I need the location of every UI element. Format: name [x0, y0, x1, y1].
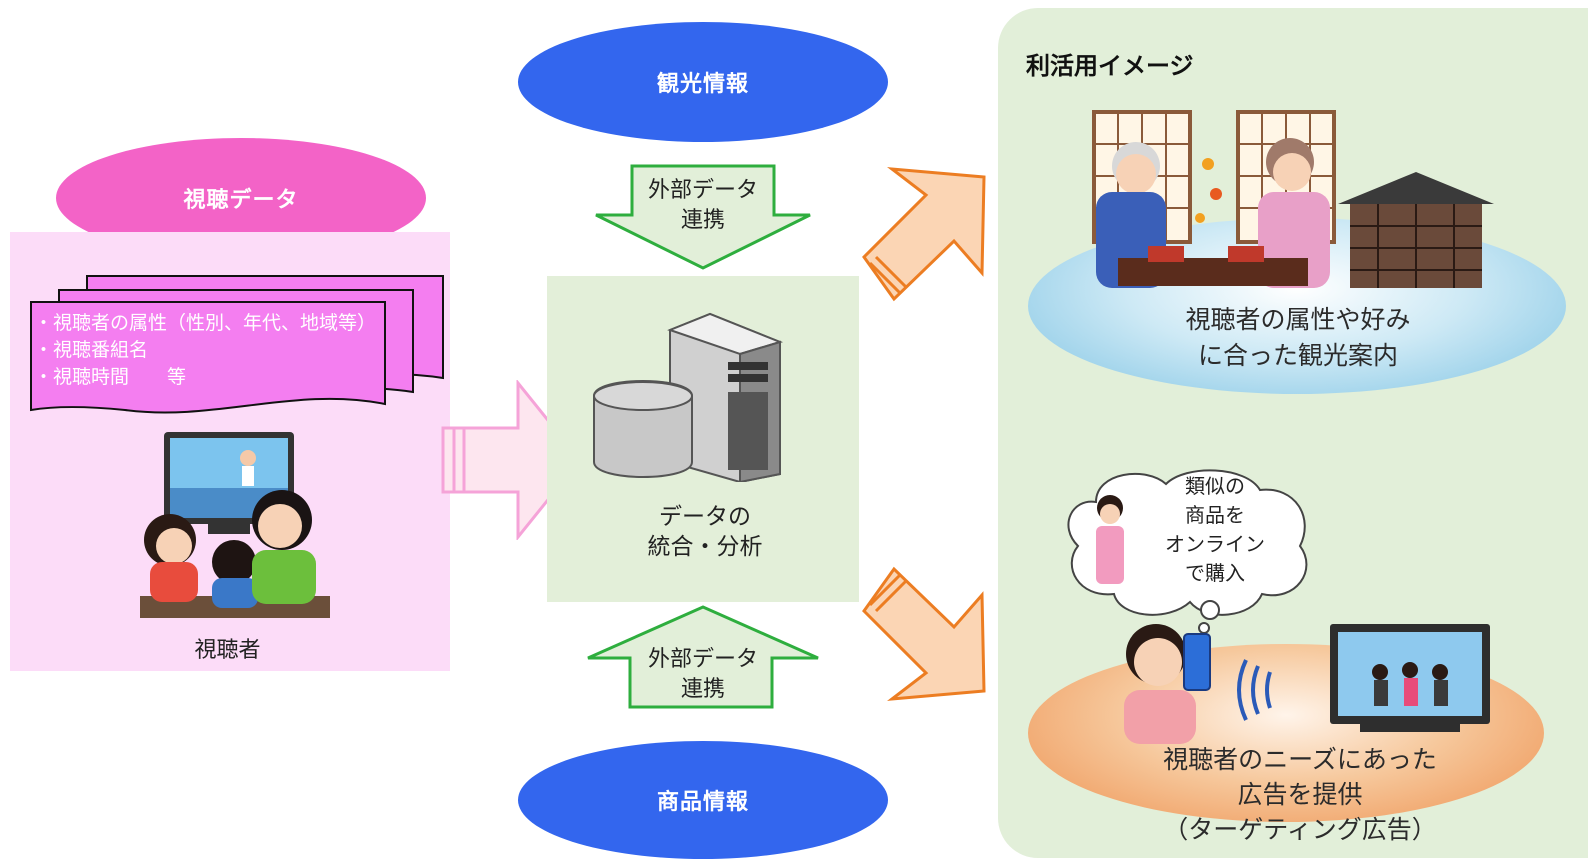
external-data-link-bottom-line: 外部データ	[647, 647, 758, 672]
tourism-dining-illustration	[1092, 110, 1494, 288]
viewing-data-item: ・視聴時間 等	[34, 366, 187, 388]
document-stack-icon	[30, 275, 444, 414]
tourism-guide-caption: 視聴者の属性や好み に合った観光案内	[1128, 302, 1468, 374]
integration-label-line: データの	[659, 504, 751, 530]
viewing-data-item: ・視聴番組名	[34, 339, 149, 361]
viewing-data-item: ・視聴者の属性（性別、年代、地域等）	[34, 312, 377, 334]
thought-bubble-line: で購入	[1185, 561, 1245, 585]
tourism-guide-caption-line: 視聴者の属性や好み	[1185, 305, 1411, 334]
thought-bubble	[1067, 469, 1308, 616]
server-database-icon	[593, 312, 784, 482]
family-watching-tv-illustration	[140, 432, 330, 618]
orange-arrow-down-right	[862, 566, 986, 701]
targeted-ad-caption-line: 広告を提供	[1237, 780, 1363, 809]
smartphone-tv-ad-illustration	[1124, 624, 1490, 744]
thought-bubble-line: オンライン	[1165, 532, 1265, 556]
integration-label: データの 統合・分析	[620, 502, 790, 562]
targeted-ad-caption-line: （ターゲティング広告）	[1163, 815, 1437, 844]
usage-title: 利活用イメージ	[1026, 52, 1194, 80]
product-info-ellipse: 商品情報	[518, 741, 888, 859]
tourism-info-label: 観光情報	[656, 72, 749, 97]
product-info-label: 商品情報	[656, 790, 749, 815]
viewing-data-label: 視聴データ	[183, 188, 299, 213]
external-data-link-top-line: 連携	[680, 208, 725, 233]
targeted-ad-caption-line: 視聴者のニーズにあった	[1163, 745, 1437, 774]
thought-bubble-line: 類似の	[1185, 474, 1245, 498]
tourism-guide-caption-line: に合った観光案内	[1197, 341, 1398, 370]
tourism-info-ellipse: 観光情報	[518, 22, 888, 142]
integration-label-line: 統合・分析	[647, 534, 763, 560]
external-data-link-bottom: 外部データ 連携	[632, 645, 774, 705]
external-data-arrow-down	[595, 164, 811, 270]
thought-bubble-line: 商品を	[1185, 503, 1245, 527]
external-data-arrow-up	[587, 605, 819, 709]
external-data-link-bottom-line: 連携	[680, 677, 725, 702]
external-data-link-top: 外部データ 連携	[632, 176, 774, 236]
thought-bubble-text: 類似の 商品を オンライン で購入	[1150, 472, 1280, 588]
targeted-ad-caption: 視聴者のニーズにあった 広告を提供 （ターゲティング広告）	[1120, 742, 1480, 847]
external-data-link-top-line: 外部データ	[647, 178, 758, 203]
viewer-label: 視聴者	[194, 638, 261, 663]
orange-arrow-up-right	[862, 167, 986, 302]
viewing-data-list: ・視聴者の属性（性別、年代、地域等） ・視聴番組名 ・視聴時間 等	[34, 310, 376, 391]
